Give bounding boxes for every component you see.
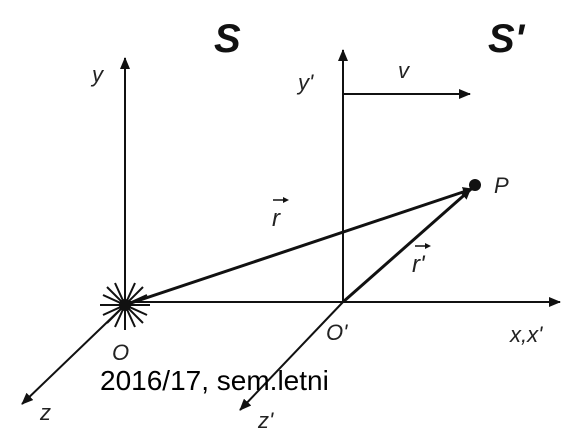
vector-label-r: r — [272, 205, 281, 232]
origin-label-o-prime: O' — [326, 320, 348, 345]
origin-o-dot — [119, 299, 131, 311]
frame-label-s: S — [214, 17, 241, 61]
axis-label-y-prime: y' — [296, 70, 314, 95]
frame-label-s-prime: S' — [488, 17, 526, 61]
axis-label-z: z — [39, 400, 51, 425]
point-p-dot — [469, 179, 481, 191]
axis-label-y: y — [90, 62, 105, 87]
axis-label-z-prime: z' — [257, 408, 274, 430]
vector-r-prime-overarrow — [415, 243, 431, 249]
vector-r-overarrow — [273, 197, 289, 203]
point-label-p: P — [494, 173, 509, 198]
footer-text: 2016/17, sem.letni — [100, 365, 329, 396]
origin-label-o: O — [112, 340, 129, 365]
vector-r — [124, 187, 473, 307]
velocity-label: v — [398, 58, 411, 83]
z-axis-s-prime — [239, 301, 344, 411]
axis-label-x: x,x' — [509, 322, 543, 347]
vector-label-r-prime: r' — [412, 251, 426, 278]
vector-r-prime — [342, 188, 471, 304]
